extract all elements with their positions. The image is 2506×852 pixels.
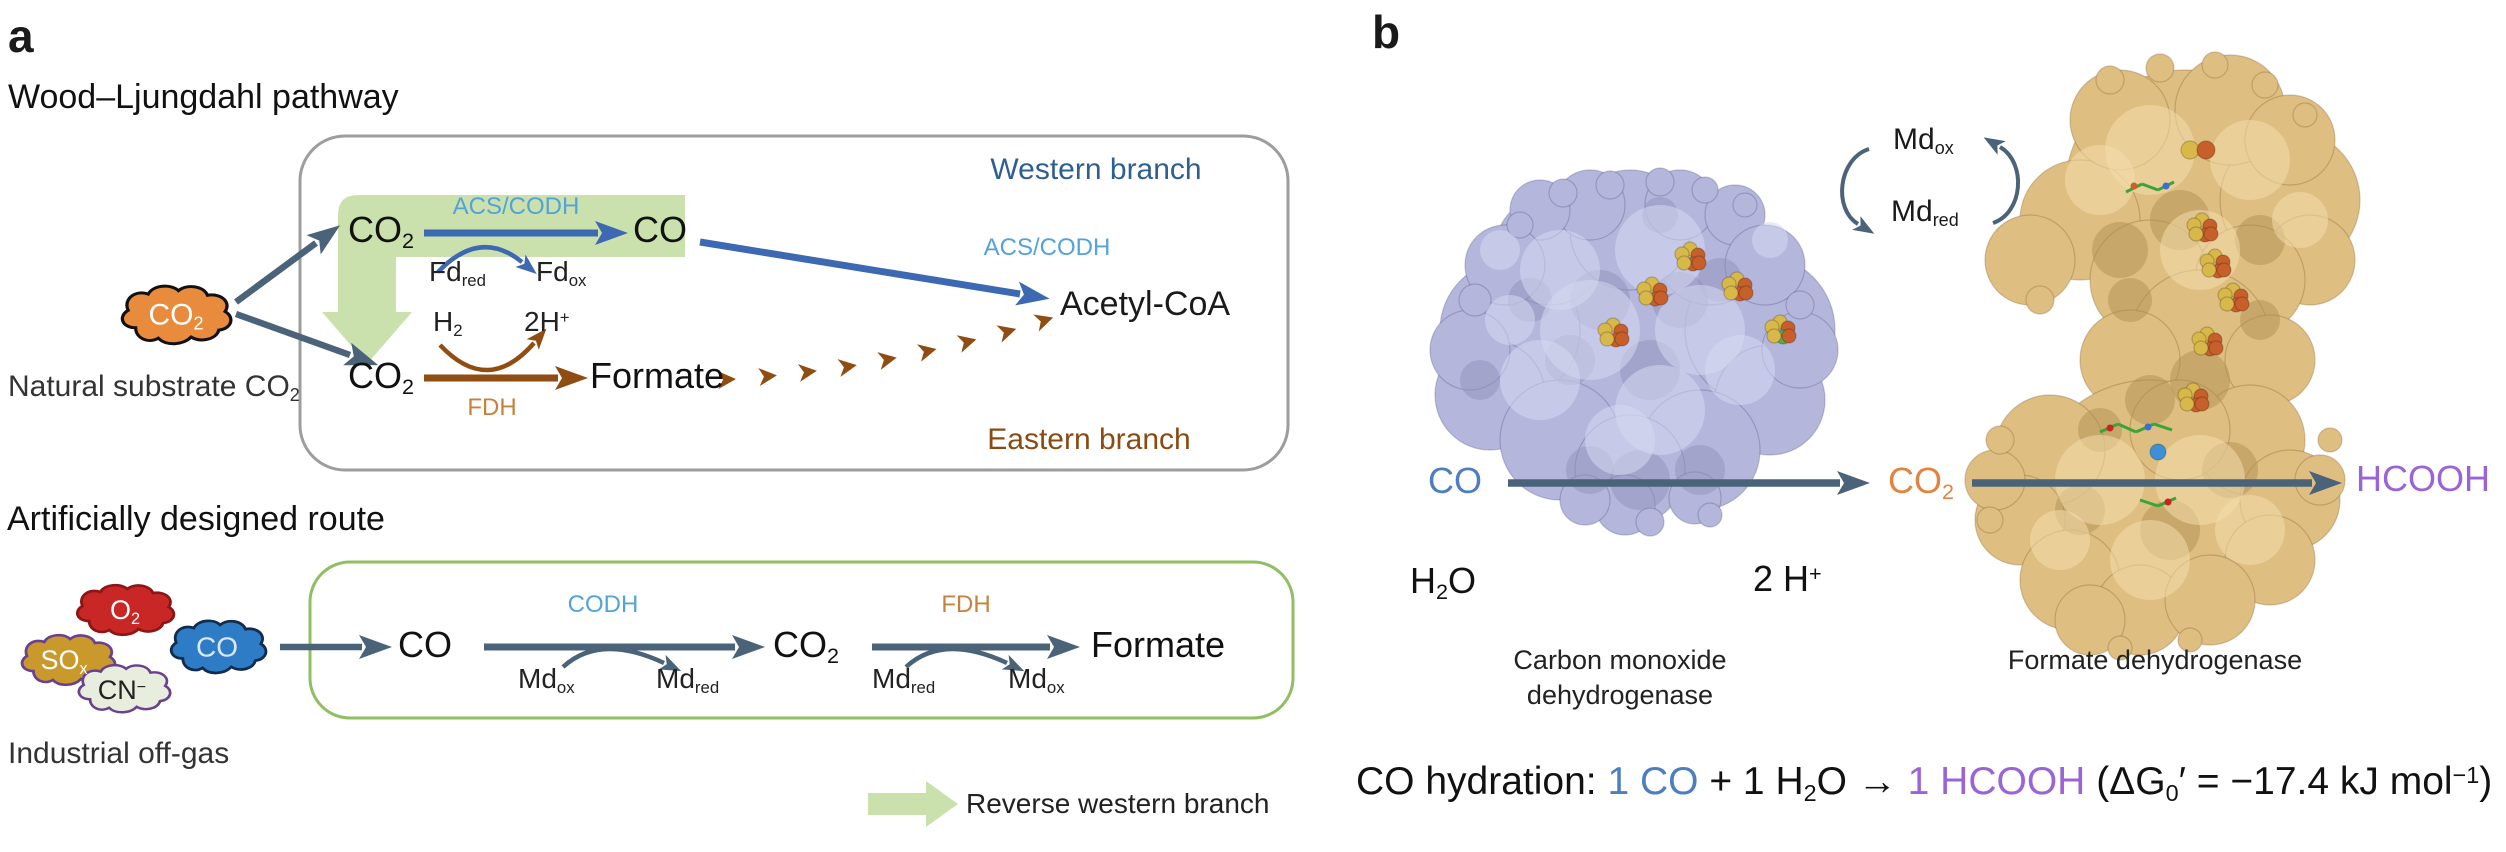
cloud-to-lower-co2-arrow xyxy=(234,310,379,366)
route-formate-label: Formate xyxy=(1091,624,1226,665)
b-co-label: CO xyxy=(1428,460,1482,501)
fd-ox-label: Fdox xyxy=(536,256,587,291)
codh-caption-line1: Carbon monoxide xyxy=(1513,645,1727,675)
o2-cloud-label: O2 xyxy=(109,594,141,628)
industrial-offgas-caption: Industrial off-gas xyxy=(8,737,230,770)
panel-a-label: a xyxy=(8,10,34,62)
acs-codh-label-2: ACS/CODH xyxy=(983,234,1111,261)
wl-pathway-title: Wood–Ljungdahl pathway xyxy=(8,78,399,116)
codh-label: CODH xyxy=(567,591,639,618)
route-mdox-mdred-curve xyxy=(561,646,682,672)
co2-bottom-label: CO2 xyxy=(348,355,415,400)
sox-cloud-label: SOx xyxy=(40,644,88,678)
2h-plus-label: 2H+ xyxy=(524,306,570,337)
route-md-red-1: Mdred xyxy=(656,663,720,698)
eq-prefix: CO hydration: xyxy=(1356,760,1608,803)
fdh-caption: Formate dehydrogenase xyxy=(2007,645,2303,675)
fd-red-label: Fdred xyxy=(429,256,486,291)
legend-label: Reverse western branch xyxy=(966,788,1270,819)
codh-protein-structure xyxy=(1429,167,1839,537)
b-co2-label: CO2 xyxy=(1888,460,1955,505)
cloud-to-upper-co2-arrow xyxy=(234,225,341,305)
natural-substrate-caption: Natural substrate CO2 xyxy=(8,370,300,406)
mdox-to-mdred-arc xyxy=(1840,147,1875,234)
eq-co: 1 CO xyxy=(1607,760,1699,803)
eastern-dashed-arrow xyxy=(717,308,1056,389)
co-top-label: CO xyxy=(633,209,687,250)
route-md-red-2: Mdred xyxy=(872,663,936,698)
fdh-label-2: FDH xyxy=(941,591,991,618)
acs-codh-label-1: ACS/CODH xyxy=(452,193,580,220)
designed-route-title: Artificially designed route xyxy=(7,500,385,538)
co-cloud-label: CO xyxy=(196,631,238,663)
codh-caption-line2: dehydrogenase xyxy=(1526,680,1714,710)
b-md-red-label: Mdred xyxy=(1891,195,1959,231)
route-co-label: CO xyxy=(398,624,452,665)
co2-top-label: CO2 xyxy=(348,209,415,254)
mdred-to-mdox-arc xyxy=(1983,137,2021,225)
route-mdred-mdox-curve xyxy=(904,646,1025,672)
eq-hcooh: 1 HCOOH xyxy=(1907,760,2086,803)
b-hcooh-label: HCOOH xyxy=(2356,458,2490,499)
co2-cloud-label: CO2 xyxy=(148,298,204,334)
co-to-acetylcoa-arrow xyxy=(699,238,1050,306)
wl-pathway-box xyxy=(298,134,1290,472)
eastern-branch-label: Eastern branch xyxy=(987,423,1191,456)
route-md-ox-2: Mdox xyxy=(1008,663,1065,698)
route-co2-label: CO2 xyxy=(773,624,840,669)
route-md-ox-1: Mdox xyxy=(518,663,575,698)
panel-b-label: b xyxy=(1372,6,1401,58)
western-branch-label: Western branch xyxy=(990,153,1202,186)
cn-cloud-label: CN− xyxy=(97,674,147,705)
b-2h-plus-label: 2 H+ xyxy=(1753,558,1822,599)
b-md-ox-label: Mdox xyxy=(1893,123,1954,159)
co-hydration-equation: CO hydration: 1 CO + 1 H2O → 1 HCOOH (ΔG… xyxy=(1356,760,2493,807)
reverse-western-branch-highlight xyxy=(322,195,685,364)
fdh-label-1: FDH xyxy=(467,394,517,421)
fdh-protein-structure xyxy=(1964,51,2361,661)
h2-label: H2 xyxy=(433,306,463,341)
b-h2o-label: H2O xyxy=(1410,560,1477,605)
h2-to-2h-curve-arrow xyxy=(438,328,547,373)
legend-green-arrow xyxy=(868,781,958,827)
fdred-fdox-curve-arrow xyxy=(436,244,537,274)
formate-label-1: Formate xyxy=(590,355,725,396)
acetyl-coa-label: Acetyl-CoA xyxy=(1060,285,1231,323)
designed-route-box xyxy=(308,560,1295,720)
